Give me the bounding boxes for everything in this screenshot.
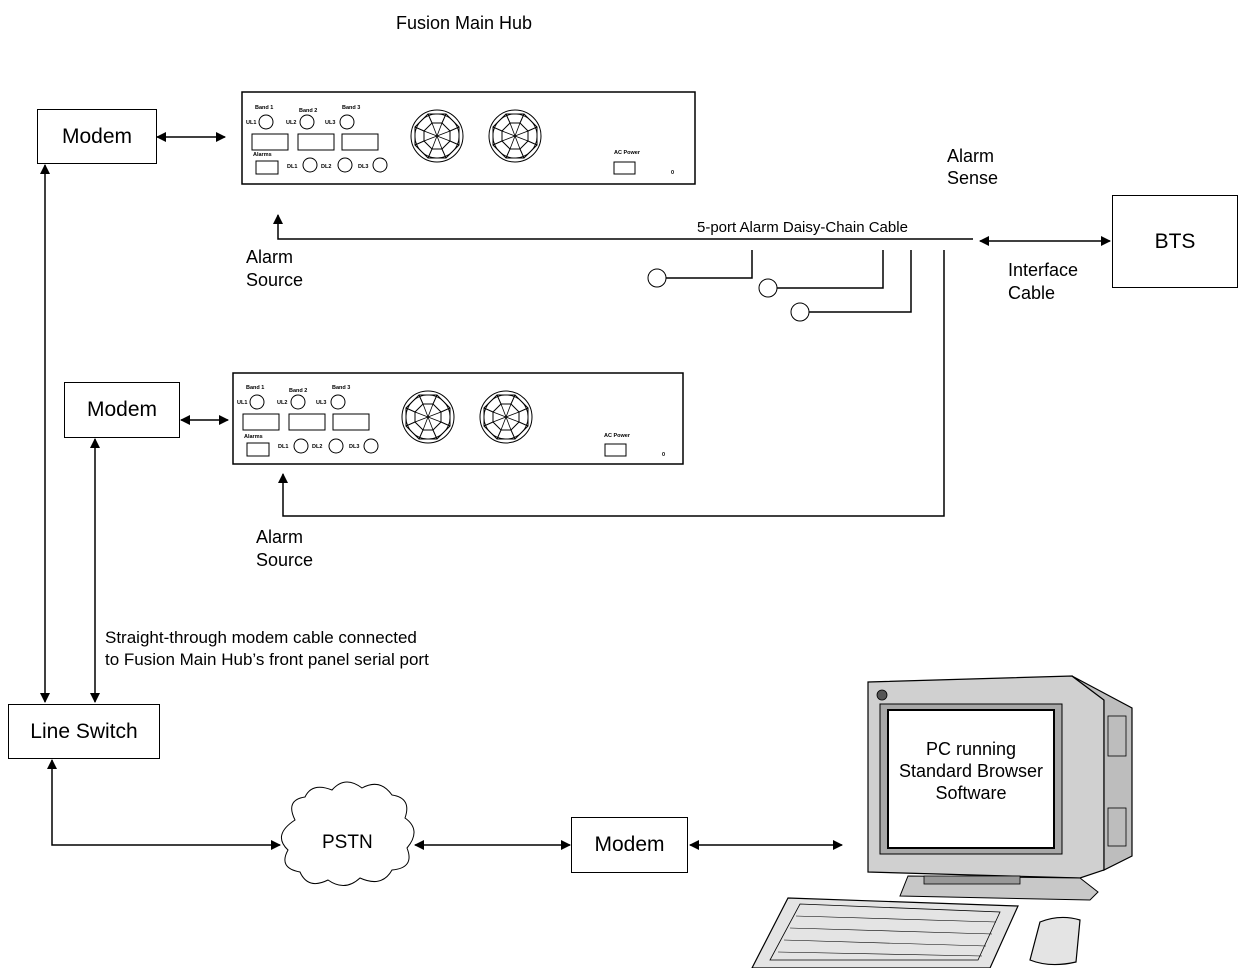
- daisy-port-1: [647, 268, 667, 288]
- pc-screen-line2: Standard Browser: [898, 761, 1044, 781]
- hub-top-panel: Band 1 Band 2 Band 3 UL1 UL2 UL3 Alarms …: [241, 91, 696, 185]
- hub-top-band3: Band 3: [342, 105, 360, 111]
- modem-top-box: Modem: [37, 109, 157, 164]
- interface-cable-line2: Cable: [1008, 283, 1056, 303]
- modem-mid-box: Modem: [64, 382, 180, 438]
- alarm-source-top-line2: Source: [246, 270, 304, 290]
- svg-text:AC Power: AC Power: [604, 433, 631, 439]
- modem-cable-line1: Straight-through modem cable connected: [105, 628, 417, 647]
- alarm-sense-line2: Sense: [947, 168, 999, 188]
- svg-text:UL2: UL2: [277, 400, 287, 406]
- pstn-label: PSTN: [322, 832, 373, 853]
- svg-text:Band 1: Band 1: [246, 385, 264, 391]
- daisy-port-3: [790, 302, 810, 322]
- svg-text:0: 0: [671, 170, 674, 176]
- svg-text:UL3: UL3: [325, 120, 335, 126]
- svg-text:DL2: DL2: [312, 444, 322, 450]
- svg-text:AC Power: AC Power: [614, 150, 641, 156]
- pc-screen-line1: PC running: [925, 739, 1017, 759]
- svg-text:DL1: DL1: [287, 164, 297, 170]
- daisy-port-2: [758, 278, 778, 298]
- diagram-title: Fusion Main Hub: [396, 13, 533, 33]
- daisy-chain-label: 5-port Alarm Daisy-Chain Cable: [697, 219, 908, 236]
- hub-bottom-panel: Band 1 Band 2 Band 3 UL1 UL2 UL3 Alarms …: [232, 372, 684, 465]
- svg-text:DL1: DL1: [278, 444, 288, 450]
- hub-top-band2: Band 2: [299, 108, 317, 114]
- daisy-drop-2: [777, 250, 884, 289]
- svg-text:Band 3: Band 3: [332, 385, 350, 391]
- svg-text:DL2: DL2: [321, 164, 331, 170]
- daisy-chain-cable: [273, 214, 973, 240]
- svg-text:Alarms: Alarms: [244, 434, 263, 440]
- svg-text:UL3: UL3: [316, 400, 326, 406]
- alarm-source-bottom-line2: Source: [256, 550, 314, 570]
- alarm-sense-line1: Alarm: [947, 146, 995, 166]
- pc-illustration: [751, 675, 1133, 968]
- svg-text:UL1: UL1: [237, 400, 247, 406]
- hub-top-band1: Band 1: [255, 105, 273, 111]
- modem-bottom-box: Modem: [571, 817, 688, 873]
- svg-text:DL3: DL3: [358, 164, 368, 170]
- svg-text:Band 2: Band 2: [289, 388, 307, 394]
- alarm-source-bottom-line1: Alarm: [256, 527, 304, 547]
- svg-text:0: 0: [662, 452, 665, 458]
- svg-text:UL1: UL1: [246, 120, 256, 126]
- pc-screen-line3: Software: [935, 783, 1007, 803]
- svg-text:UL2: UL2: [286, 120, 296, 126]
- line-switch-box: Line Switch: [8, 704, 160, 759]
- interface-cable-line1: Interface: [1008, 260, 1079, 280]
- alarm-source-top-line1: Alarm: [246, 247, 294, 267]
- pstn-cloud: [280, 781, 415, 886]
- daisy-drop-3: [809, 250, 912, 313]
- daisy-drop-lower-hub: [278, 250, 945, 517]
- daisy-drop-1: [666, 250, 753, 279]
- svg-text:DL3: DL3: [349, 444, 359, 450]
- switch-pstn-link: [47, 759, 281, 850]
- modem-cable-line2: to Fusion Main Hub’s front panel serial …: [105, 650, 429, 669]
- svg-text:Alarms: Alarms: [253, 152, 272, 158]
- bts-box: BTS: [1112, 195, 1238, 288]
- pc-screen-text: PC running Standard Browser Software: [890, 738, 1052, 804]
